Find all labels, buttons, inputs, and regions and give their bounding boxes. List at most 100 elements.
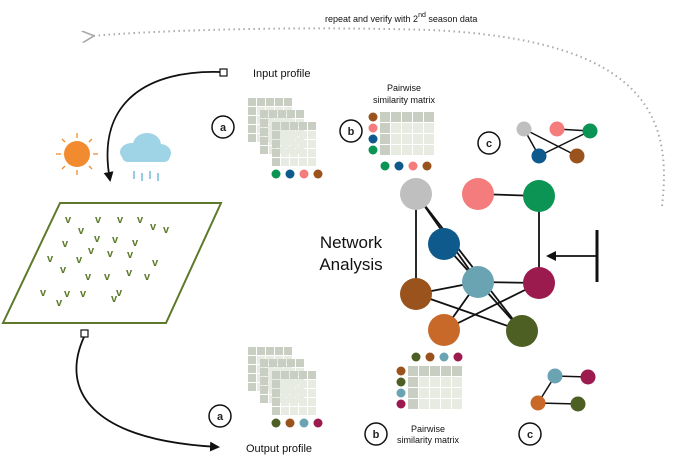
node-blue-small (531, 148, 547, 164)
pairwise-label-top-1: Pairwise (387, 83, 421, 93)
plant-mark: v (40, 287, 47, 299)
network-label-1: Network (320, 233, 383, 252)
node-brown-small (569, 148, 585, 164)
matrix-col-dot (425, 352, 435, 362)
sun-icon (56, 133, 98, 175)
svg-text:c: c (486, 138, 492, 150)
matrix-col-dot (408, 161, 418, 171)
profile-dot (299, 418, 309, 428)
badge-b-bottom: b (364, 422, 388, 446)
small-network-top (516, 121, 598, 164)
plant-mark: v (76, 254, 83, 266)
plant-mark: v (60, 264, 67, 276)
svg-text:b: b (373, 429, 380, 441)
profile-dot (285, 418, 295, 428)
profile-dot (313, 418, 323, 428)
profile-dot (271, 169, 281, 179)
matrix-row-dot (396, 388, 406, 398)
matrix-col-dot (422, 161, 432, 171)
plant-mark: v (62, 238, 69, 250)
network-label-2: Analysis (319, 255, 382, 274)
matrix-col-dot (453, 352, 463, 362)
node-gray (400, 178, 432, 210)
profile-dot (313, 169, 323, 179)
badge-b-top: b (339, 119, 363, 143)
node-orange (428, 314, 460, 346)
matrix-row-dot (368, 123, 378, 133)
matrix-row-dot (396, 366, 406, 376)
plant-mark: v (132, 237, 139, 249)
plant-mark: v (152, 257, 159, 269)
perturbation-arrow (546, 230, 599, 282)
output-profile-arrow (75, 336, 220, 452)
plant-mark: v (64, 288, 71, 300)
plant-mark: v (126, 267, 133, 279)
badge-a-top: a (211, 115, 235, 139)
node-green-small (582, 123, 598, 139)
pairwise-label-bottom-2: similarity matrix (397, 435, 459, 445)
svg-text:a: a (217, 411, 224, 423)
output-profile-handle (80, 329, 89, 338)
node-teal (462, 266, 494, 298)
plant-mark: v (88, 245, 95, 257)
plant-mark: v (144, 271, 151, 283)
svg-text:c: c (527, 429, 533, 441)
plant-mark: v (94, 233, 101, 245)
plant-mark: v (116, 287, 123, 299)
node-olive (506, 315, 538, 347)
main-network (400, 178, 555, 347)
plant-mark: v (163, 224, 170, 236)
badge-a-bottom: a (208, 404, 232, 428)
plant-mark: v (104, 271, 111, 283)
plant-mark: v (80, 288, 87, 300)
node-magenta (523, 267, 555, 299)
output-profile-label: Output profile (246, 443, 312, 455)
input-profile-label: Input profile (253, 68, 310, 80)
profile-dot (271, 418, 281, 428)
plant-mark: v (47, 253, 54, 265)
badge-c-bottom: c (518, 422, 542, 446)
matrix-col-dot (394, 161, 404, 171)
repeat-label: repeat and verify with 2nd season data (325, 12, 477, 24)
input-profile-matrix-stack (248, 98, 323, 179)
rain-cloud-icon (120, 133, 171, 181)
plant-mark: v (65, 214, 72, 226)
matrix-col-dot (411, 352, 421, 362)
matrix-row-dot (396, 399, 406, 409)
pairwise-label-bottom-1: Pairwise (411, 424, 445, 434)
small-network-bottom (530, 368, 596, 412)
plant-mark: v (137, 214, 144, 226)
node-brown (400, 278, 432, 310)
plant-mark: v (127, 249, 134, 261)
matrix-row-dot (368, 134, 378, 144)
matrix-row-dot (368, 145, 378, 155)
plant-mark: v (112, 234, 119, 246)
input-profile-arrow (103, 71, 221, 182)
badge-c-top: c (477, 131, 501, 155)
output-profile-matrix-stack (248, 347, 323, 428)
plant-mark: v (95, 214, 102, 226)
pairwise-matrix-top (368, 112, 434, 171)
repeat-arrow (92, 27, 665, 207)
plant-mark: v (150, 221, 157, 233)
node-pink (462, 178, 494, 210)
matrix-row-dot (396, 377, 406, 387)
matrix-row-dot (368, 112, 378, 122)
matrix-col-dot (380, 161, 390, 171)
plant-mark: v (85, 271, 92, 283)
node-gray-small (516, 121, 532, 137)
plant-mark: v (56, 297, 63, 309)
svg-text:b: b (348, 126, 355, 138)
profile-dot (299, 169, 309, 179)
plant-mark: v (78, 225, 85, 237)
node-pink-small (549, 121, 565, 137)
pairwise-matrix-bottom (396, 352, 463, 409)
matrix-col-dot (439, 352, 449, 362)
input-profile-handle (219, 68, 228, 77)
plant-mark: v (111, 293, 118, 305)
node-green (523, 180, 555, 212)
profile-dot (285, 169, 295, 179)
plant-mark: v (117, 214, 124, 226)
